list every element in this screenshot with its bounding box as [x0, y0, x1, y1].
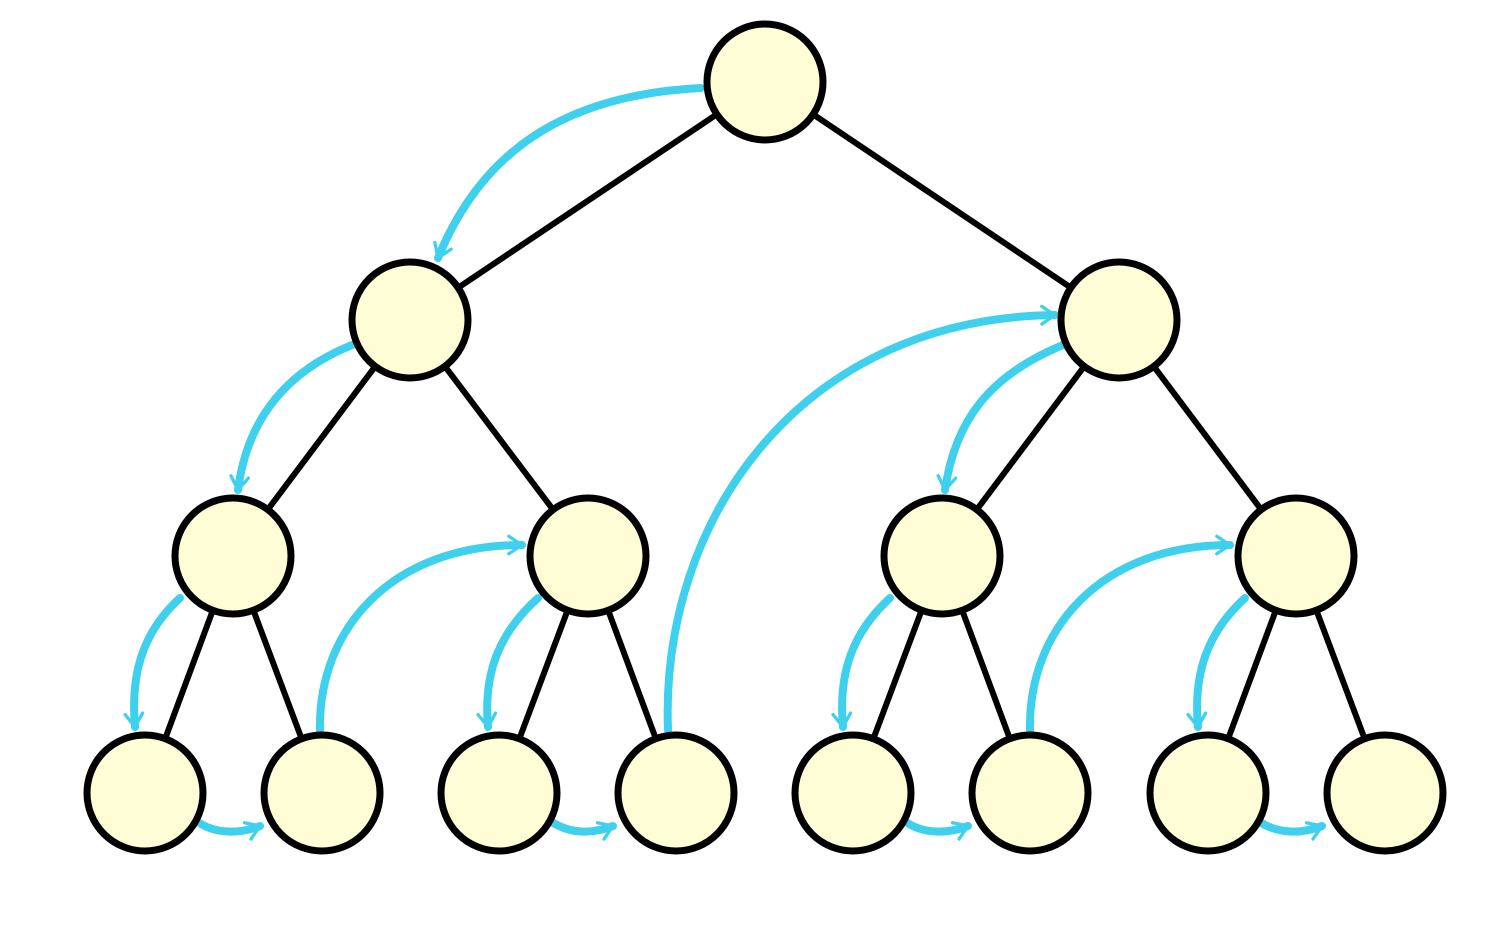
tree-node-n3: [1057, 258, 1181, 382]
tree-node-n12: [791, 731, 915, 855]
traversal-arrow-n6-n12: [831, 594, 894, 731]
tree-node-n6: [880, 494, 1004, 618]
tree-node-circle: [614, 731, 738, 855]
tree-node-n7: [1234, 494, 1358, 618]
tree-node-n9: [260, 731, 384, 855]
traversal-arrow-n9-n5: [315, 534, 526, 734]
tree-node-n13: [968, 731, 1092, 855]
traversal-arrow-n10-n11: [548, 818, 617, 841]
traversal-arrow-n13-n7: [1025, 534, 1234, 734]
traversal-arrow-n8-n9: [194, 818, 264, 841]
tree-node-n11: [614, 731, 738, 855]
tree-node-circle: [1146, 731, 1270, 855]
tree-node-circle: [83, 731, 207, 855]
traversal-arrow-n4-n8: [123, 594, 184, 731]
tree-node-circle: [1057, 258, 1181, 382]
tree-edge-n1-n2: [407, 79, 768, 323]
tree-node-circle: [791, 731, 915, 855]
traversal-arrow-n12-n13: [902, 818, 972, 841]
tree-node-circle: [1323, 731, 1447, 855]
tree-node-circle: [1234, 494, 1358, 618]
traversal-arrow-n5-n10: [476, 594, 542, 731]
tree-node-circle: [348, 258, 472, 382]
tree-node-circle: [260, 731, 384, 855]
traversal-arrows: [123, 84, 1326, 841]
tree-node-n2: [348, 258, 472, 382]
traversal-arrow-n2-n4: [229, 341, 356, 494]
tree-node-n8: [83, 731, 207, 855]
tree-node-circle: [703, 20, 827, 144]
tree-nodes: [83, 20, 1447, 855]
tree-node-circle: [526, 494, 650, 618]
tree-node-circle: [437, 731, 561, 855]
traversal-arrow-n1-n2: [433, 84, 705, 262]
tree-edge-n1-n3: [762, 79, 1122, 323]
tree-node-circle: [968, 731, 1092, 855]
traversal-arrow-n11-n3: [663, 304, 1059, 734]
traversal-arrow-n7-n14: [1186, 594, 1249, 731]
tree-node-n4: [171, 494, 295, 618]
traversal-arrow-n14-n15: [1256, 818, 1326, 841]
tree-node-n5: [526, 494, 650, 618]
tree-node-n1: [703, 20, 827, 144]
traversal-arrow-n3-n6: [936, 341, 1067, 494]
tree-node-n15: [1323, 731, 1447, 855]
tree-node-circle: [171, 494, 295, 618]
tree-node-n14: [1146, 731, 1270, 855]
tree-node-n10: [437, 731, 561, 855]
tree-node-circle: [880, 494, 1004, 618]
